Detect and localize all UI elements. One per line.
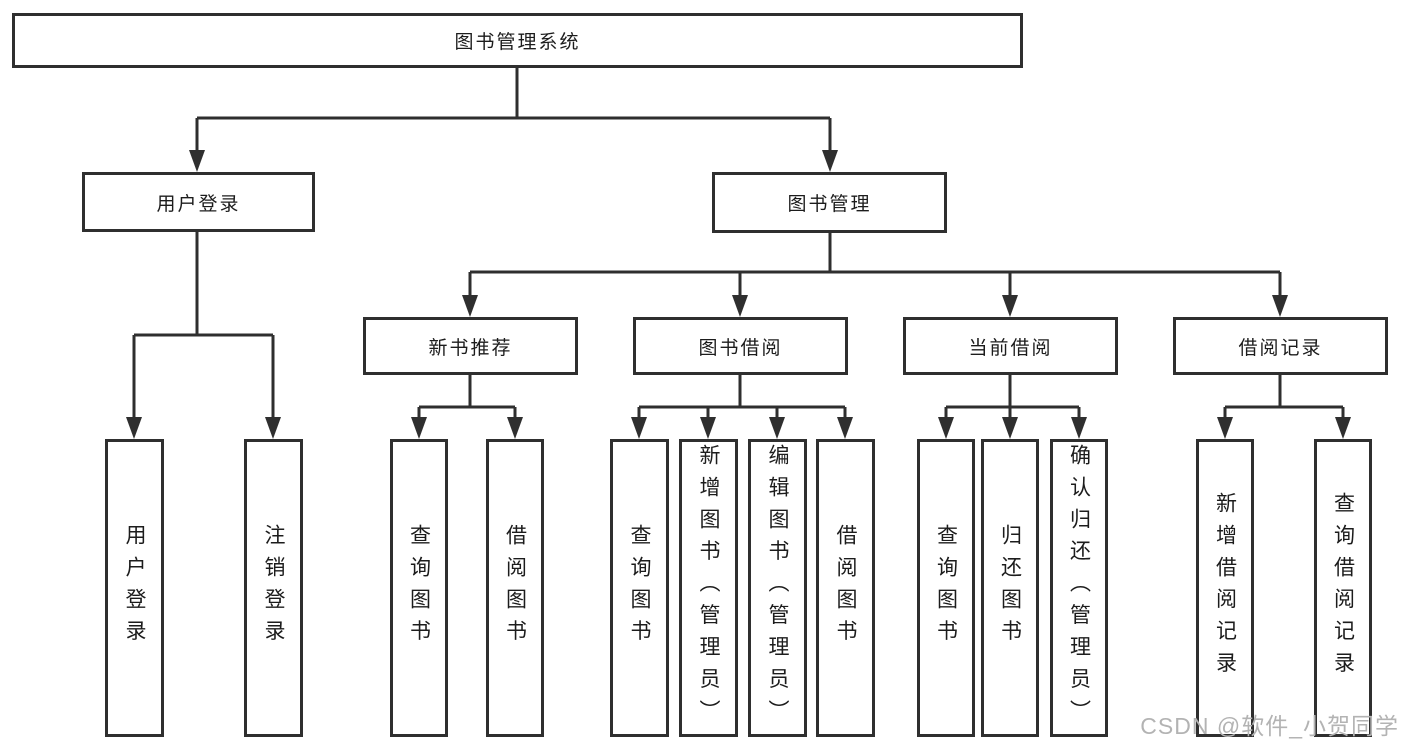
arrow-down-icon [411,417,427,439]
leaf-current-return-books: 归还图书 [981,439,1039,737]
arrow-down-icon [1335,417,1351,439]
arrow-down-icon [700,417,716,439]
arrow-down-icon [938,417,954,439]
leaf-logout-label: 注销登录 [262,524,285,652]
leaf-borrow-query-books: 查询图书 [610,439,669,737]
leaf-current-query-books: 查询图书 [917,439,975,737]
node-root-label: 图书管理系统 [454,32,581,53]
arrow-down-icon [822,150,838,172]
arrow-down-icon [769,417,785,439]
arrow-down-icon [732,295,748,317]
node-root: 图书管理系统 [12,13,1023,68]
arrow-down-icon [1071,417,1087,439]
arrow-down-icon [1217,417,1233,439]
leaf-user-login-label: 用户登录 [123,524,146,652]
node-user-login: 用户登录 [82,172,315,232]
leaf-borrow-query-books-label: 查询图书 [628,524,651,652]
arrow-down-icon [837,417,853,439]
arrow-down-icon [631,417,647,439]
leaf-borrow-edit-books-admin: 编辑图书（管理员） [748,439,807,737]
arrow-down-icon [189,150,205,172]
leaf-newrec-borrow-books: 借阅图书 [486,439,544,737]
leaf-current-query-books-label: 查询图书 [934,524,958,652]
node-current-borrowing-label: 当前借阅 [968,337,1053,359]
arrow-down-icon [126,417,142,439]
leaf-borrow-edit-books-admin-label: 编辑图书（管理员） [766,444,789,732]
arrow-down-icon [462,295,478,317]
leaf-records-add-record-label: 新增借阅记录 [1213,492,1237,684]
node-book-borrowing: 图书借阅 [633,317,848,375]
leaf-borrow-borrow-books-label: 借阅图书 [834,524,857,652]
leaf-newrec-query-books: 查询图书 [390,439,448,737]
watermark: CSDN @软件_小贺同学 [1140,713,1399,739]
node-borrowing-records-label: 借阅记录 [1238,337,1323,359]
arrowheads [126,150,1351,439]
arrow-down-icon [1002,295,1018,317]
node-user-login-label: 用户登录 [156,193,241,215]
arrow-down-icon [1002,417,1018,439]
leaf-newrec-query-books-label: 查询图书 [407,524,431,652]
arrow-down-icon [1272,295,1288,317]
node-borrowing-records: 借阅记录 [1173,317,1388,375]
node-new-book-recommend-label: 新书推荐 [428,337,513,359]
node-book-management-label: 图书管理 [787,194,872,215]
leaf-borrow-borrow-books: 借阅图书 [816,439,875,737]
leaf-records-query-record: 查询借阅记录 [1314,439,1372,737]
leaf-borrow-add-books-admin-label: 新增图书（管理员） [697,444,720,732]
node-current-borrowing: 当前借阅 [903,317,1118,375]
node-book-borrowing-label: 图书借阅 [698,337,783,359]
leaf-newrec-borrow-books-label: 借阅图书 [503,524,527,652]
leaf-borrow-add-books-admin: 新增图书（管理员） [679,439,738,737]
arrow-down-icon [507,417,523,439]
leaf-current-confirm-return-admin: 确认归还（管理员） [1050,439,1108,737]
leaf-user-login: 用户登录 [105,439,164,737]
leaf-current-confirm-return-admin-label: 确认归还（管理员） [1067,444,1091,732]
leaf-records-add-record: 新增借阅记录 [1196,439,1254,737]
leaf-records-query-record-label: 查询借阅记录 [1331,492,1355,684]
node-new-book-recommend: 新书推荐 [363,317,578,375]
leaf-current-return-books-label: 归还图书 [998,524,1022,652]
node-book-management: 图书管理 [712,172,947,233]
arrow-down-icon [265,417,281,439]
leaf-logout: 注销登录 [244,439,303,737]
